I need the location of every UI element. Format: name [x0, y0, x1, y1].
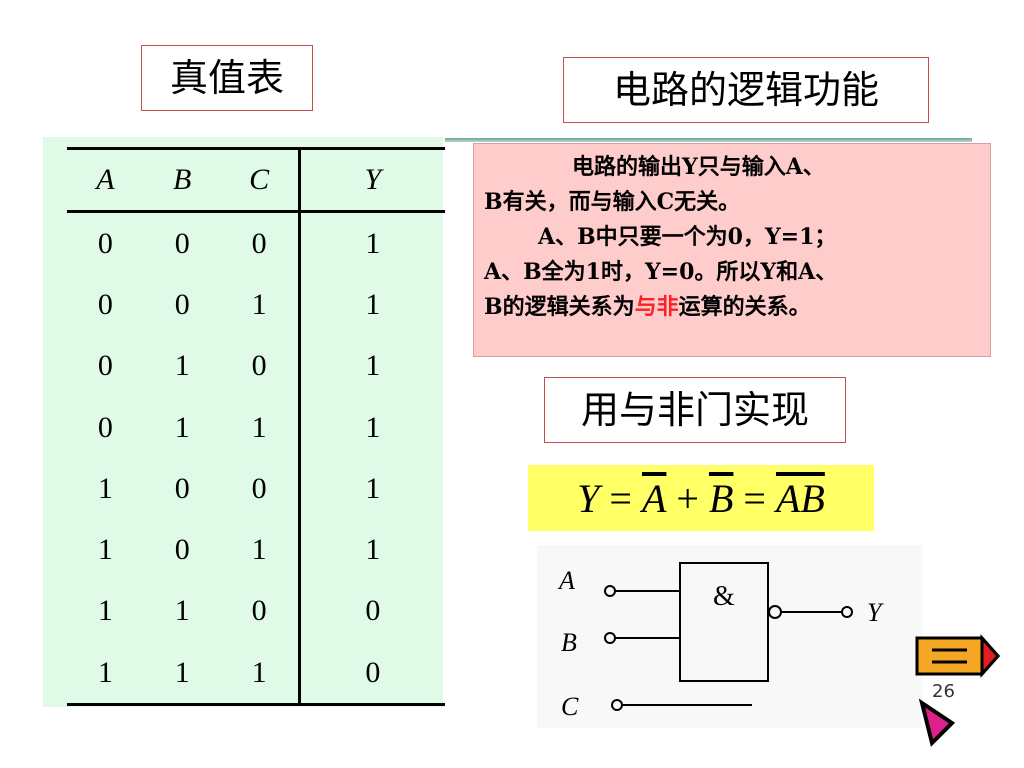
cell-b: 0	[174, 226, 190, 260]
cell-a: 1	[97, 471, 113, 505]
formula-equals: =	[733, 475, 776, 521]
formula-ab-bar: AB	[775, 475, 825, 521]
cell-c: 0	[251, 349, 267, 383]
cell-c: 0	[251, 226, 267, 260]
cell-b: 1	[174, 410, 190, 444]
label-y: Y	[867, 598, 884, 627]
cell-y: 1	[297, 274, 445, 336]
cell-c: 1	[251, 287, 267, 321]
cell-a: 0	[97, 287, 113, 321]
inversion-bubble	[768, 605, 782, 619]
formula-plus: +	[666, 475, 709, 521]
nand-formula: Y = A + B = AB	[528, 465, 874, 531]
cell-b: 1	[174, 594, 190, 628]
header-c: C	[220, 147, 300, 213]
description-line: B有关，而与输入C无关。	[484, 189, 741, 215]
input-c-terminal	[611, 699, 623, 711]
cell-y: 1	[297, 519, 445, 581]
header-b: B	[143, 147, 221, 213]
cell-y: 1	[297, 211, 445, 275]
nand-gate-diagram: & A B C Y	[537, 545, 922, 728]
cell-c: 1	[251, 410, 267, 444]
label-b: B	[561, 628, 577, 657]
cell-a: 1	[97, 533, 113, 567]
formula-equals: =	[599, 475, 642, 521]
cell-b: 0	[174, 471, 190, 505]
description-text: B的逻辑关系为	[484, 294, 635, 320]
description-line: B的逻辑关系为与非运算的关系。	[484, 290, 990, 325]
cell-b: 1	[143, 642, 221, 707]
cell-b: 0	[174, 533, 190, 567]
description-line: A、B全为1时，Y=0。所以Y和A、	[484, 259, 838, 285]
cell-c: 0	[251, 594, 267, 628]
cell-b: 0	[174, 287, 190, 321]
header-y: Y	[297, 147, 445, 213]
nand-implementation-title-text: 用与非门实现	[580, 388, 809, 432]
pencil-icon	[915, 634, 1001, 747]
label-a: A	[557, 566, 575, 595]
truth-table-title-text: 真值表	[169, 56, 284, 100]
cell-c: 1	[220, 642, 300, 707]
gate-symbol: &	[713, 581, 735, 612]
and-gate-body	[679, 562, 769, 682]
truth-table-title: 真值表	[141, 45, 313, 111]
nand-highlight: 与非	[634, 294, 679, 320]
formula-a-bar: A	[641, 475, 667, 521]
formula-y: Y	[577, 475, 600, 521]
cell-y: 0	[297, 642, 445, 707]
input-b-terminal	[604, 632, 616, 644]
description-line: 电路的输出Y只与输入A、	[572, 154, 825, 180]
cell-a: 1	[67, 642, 144, 707]
cell-a: 0	[97, 226, 113, 260]
cell-a: 0	[97, 349, 113, 383]
input-a-terminal	[604, 585, 616, 597]
cell-b: 1	[174, 349, 190, 383]
description-text: 运算的关系。	[678, 294, 811, 320]
cell-y: 0	[297, 580, 445, 643]
page-number: 26	[932, 681, 955, 702]
logic-function-title: 电路的逻辑功能	[563, 57, 929, 123]
nand-implementation-title: 用与非门实现	[544, 377, 846, 443]
cell-c: 0	[251, 471, 267, 505]
output-terminal	[841, 606, 853, 618]
cell-a: 0	[97, 410, 113, 444]
gate-wires	[604, 562, 853, 711]
cell-y: 1	[297, 458, 445, 520]
header-a: A	[67, 147, 144, 213]
cell-y: 1	[297, 335, 445, 397]
truth-table-header-row: A B C Y	[67, 147, 445, 213]
description-line: A、B中只要一个为0，Y=1；	[538, 224, 837, 250]
cell-y: 1	[297, 396, 445, 459]
formula-b-bar: B	[708, 475, 734, 521]
label-c: C	[561, 692, 579, 721]
cell-a: 1	[97, 594, 113, 628]
logic-description-box: 电路的输出Y只与输入A、 B有关，而与输入C无关。 A、B中只要一个为0，Y=1…	[473, 143, 991, 357]
logic-function-title-text: 电路的逻辑功能	[612, 68, 879, 112]
divider-bar	[445, 138, 972, 142]
cell-c: 1	[251, 533, 267, 567]
